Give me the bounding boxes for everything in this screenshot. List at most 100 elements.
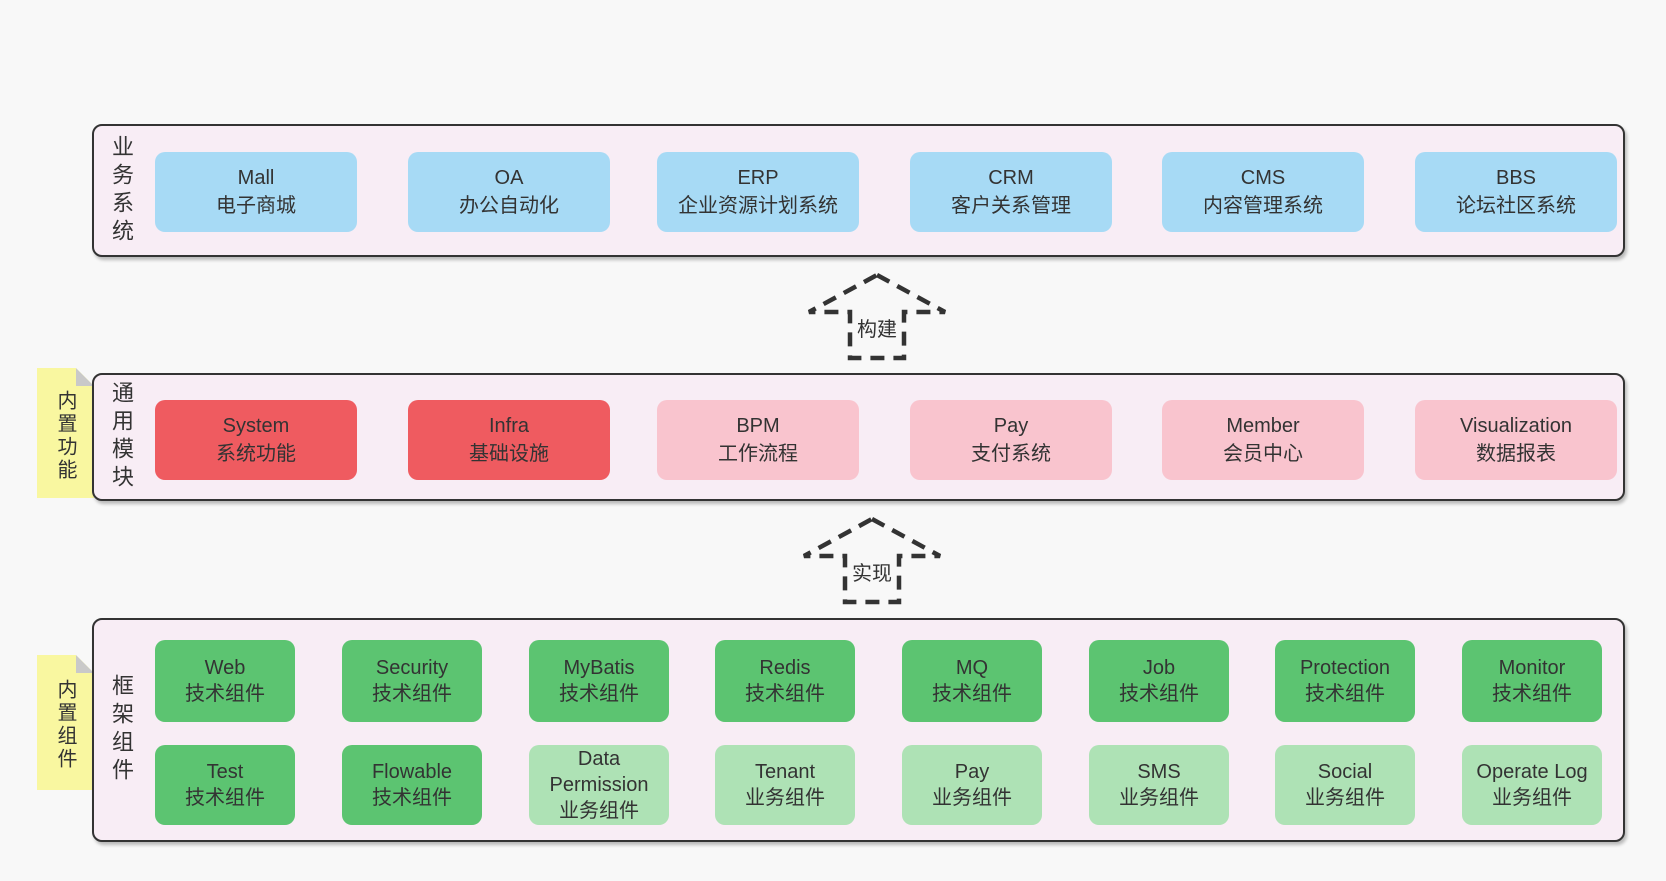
- box-mall: Mall 电子商城: [155, 152, 357, 232]
- box-title: OA: [494, 167, 524, 189]
- box-subtitle: 技术组件: [185, 787, 265, 809]
- box-mybatis: MyBatis 技术组件: [529, 640, 669, 722]
- box-title: Mall: [237, 167, 275, 189]
- box-subtitle: 数据报表: [1476, 443, 1556, 465]
- box-title: SMS: [1137, 761, 1181, 783]
- box-title: Protection: [1299, 657, 1391, 679]
- box-subtitle: 工作流程: [718, 443, 798, 465]
- box-title: BPM: [736, 415, 780, 437]
- box-subtitle: 会员中心: [1223, 443, 1303, 465]
- box-subtitle: 支付系统: [971, 443, 1051, 465]
- box-subtitle: 技术组件: [1119, 683, 1199, 705]
- box-member: Member 会员中心: [1162, 400, 1364, 480]
- box-subtitle: 业务组件: [1119, 787, 1199, 809]
- box-subtitle: 企业资源计划系统: [678, 195, 838, 217]
- box-title: Member: [1226, 415, 1300, 437]
- box-visualization: Visualization 数据报表: [1415, 400, 1617, 480]
- box-subtitle: 系统功能: [216, 443, 296, 465]
- band-label-common-modules: 通用模块: [109, 381, 134, 493]
- box-title: Social: [1317, 761, 1373, 783]
- sticky-label: 内置组件: [54, 679, 76, 772]
- box-title: Test: [206, 761, 244, 783]
- arrow-implement: 实现: [801, 516, 943, 606]
- box-crm: CRM 客户关系管理: [910, 152, 1112, 232]
- box-data-permission: Data Permission 业务组件: [529, 745, 669, 825]
- box-title: Security: [375, 657, 449, 679]
- box-subtitle: 技术组件: [1305, 683, 1385, 705]
- box-subtitle: 技术组件: [1492, 683, 1572, 705]
- sticky-note-built-in-features: 内置功能: [37, 368, 94, 498]
- box-bpm: BPM 工作流程: [657, 400, 859, 480]
- box-bbs: BBS 论坛社区系统: [1415, 152, 1617, 232]
- box-title: Infra: [488, 415, 530, 437]
- band-framework-components: 框架组件 Web 技术组件 Security 技术组件 MyBatis 技术组件…: [92, 618, 1625, 842]
- box-sms: SMS 业务组件: [1089, 745, 1229, 825]
- box-redis: Redis 技术组件: [715, 640, 855, 722]
- box-title: MQ: [955, 657, 989, 679]
- band-label-business-systems: 业务系统: [109, 134, 134, 247]
- box-subtitle: 客户关系管理: [951, 195, 1071, 217]
- box-title: Web: [204, 657, 246, 679]
- box-cms: CMS 内容管理系统: [1162, 152, 1364, 232]
- box-subtitle: 技术组件: [372, 787, 452, 809]
- band-label-framework-components: 框架组件: [109, 674, 134, 786]
- box-erp: ERP 企业资源计划系统: [657, 152, 859, 232]
- box-subtitle: 业务组件: [1305, 787, 1385, 809]
- box-tenant: Tenant 业务组件: [715, 745, 855, 825]
- box-protection: Protection 技术组件: [1275, 640, 1415, 722]
- box-pay-system: Pay 支付系统: [910, 400, 1112, 480]
- box-title: Flowable: [371, 761, 453, 783]
- box-subtitle: 技术组件: [185, 683, 265, 705]
- box-job: Job 技术组件: [1089, 640, 1229, 722]
- box-title: Monitor: [1498, 657, 1566, 679]
- box-subtitle: 技术组件: [932, 683, 1012, 705]
- box-subtitle: 业务组件: [1492, 787, 1572, 809]
- box-title: BBS: [1495, 167, 1537, 189]
- box-subtitle: 论坛社区系统: [1456, 195, 1576, 217]
- box-title: Operate Log: [1476, 761, 1588, 783]
- box-mq: MQ 技术组件: [902, 640, 1042, 722]
- box-flowable: Flowable 技术组件: [342, 745, 482, 825]
- box-oa: OA 办公自动化: [408, 152, 610, 232]
- box-title: Visualization: [1460, 415, 1572, 437]
- box-title: ERP: [737, 167, 779, 189]
- box-subtitle: 技术组件: [559, 683, 639, 705]
- arrow-build: 构建: [806, 272, 948, 362]
- box-subtitle: 技术组件: [745, 683, 825, 705]
- sticky-note-built-in-components: 内置组件: [37, 655, 94, 790]
- box-social: Social 业务组件: [1275, 745, 1415, 825]
- sticky-label: 内置功能: [54, 389, 76, 482]
- box-subtitle: 办公自动化: [459, 195, 559, 217]
- box-subtitle: 业务组件: [932, 787, 1012, 809]
- box-title: Redis: [759, 657, 811, 679]
- box-title: Pay: [954, 761, 990, 783]
- box-pay-component: Pay 业务组件: [902, 745, 1042, 825]
- box-subtitle: 业务组件: [745, 787, 825, 809]
- box-title: Data Permission: [549, 748, 649, 796]
- box-system: System 系统功能: [155, 400, 357, 480]
- box-web: Web 技术组件: [155, 640, 295, 722]
- box-test: Test 技术组件: [155, 745, 295, 825]
- box-title: Tenant: [754, 761, 816, 783]
- box-security: Security 技术组件: [342, 640, 482, 722]
- arrow-label-implement: 实现: [852, 563, 892, 585]
- box-monitor: Monitor 技术组件: [1462, 640, 1602, 722]
- box-subtitle: 基础设施: [469, 443, 549, 465]
- dashed-up-arrow-icon: [807, 272, 947, 361]
- box-title: CMS: [1240, 167, 1286, 189]
- box-title: System: [222, 415, 290, 437]
- arrow-label-build: 构建: [857, 319, 897, 341]
- band-business-systems: 业务系统 Mall 电子商城 OA 办公自动化 ERP 企业资源计划系统 CRM…: [92, 124, 1625, 257]
- box-title: CRM: [988, 167, 1034, 189]
- dashed-up-arrow-icon: [802, 516, 942, 605]
- band-common-modules: 通用模块 System 系统功能 Infra 基础设施 BPM 工作流程 Pay…: [92, 373, 1625, 501]
- box-infra: Infra 基础设施: [408, 400, 610, 480]
- box-operate-log: Operate Log 业务组件: [1462, 745, 1602, 825]
- box-title: Pay: [993, 415, 1029, 437]
- box-subtitle: 电子商城: [216, 195, 296, 217]
- box-subtitle: 业务组件: [559, 800, 639, 822]
- box-title: MyBatis: [563, 657, 635, 679]
- box-subtitle: 技术组件: [372, 683, 452, 705]
- box-title: Job: [1142, 657, 1176, 679]
